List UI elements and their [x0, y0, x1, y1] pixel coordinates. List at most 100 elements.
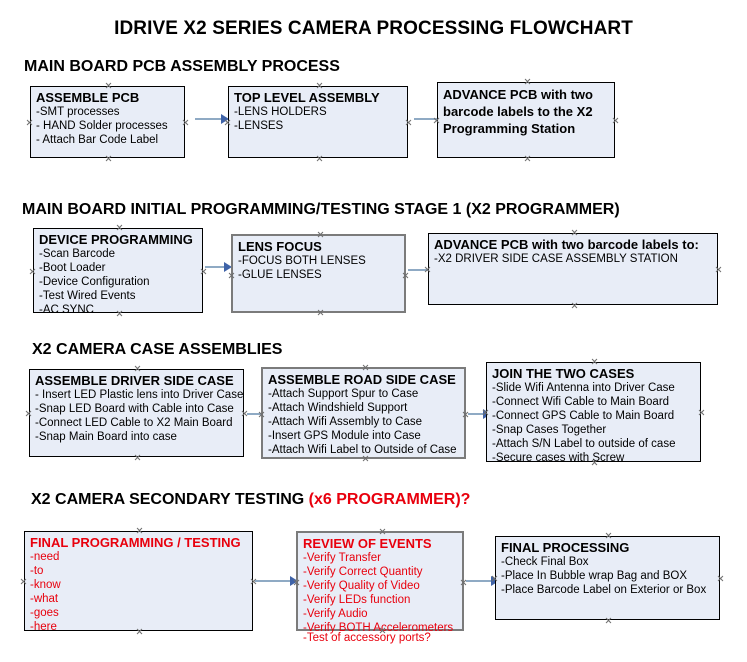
connection-handle[interactable]	[433, 117, 440, 124]
node-lens-focus[interactable]: LENS FOCUS -FOCUS BOTH LENSES -GLUE LENS…	[231, 234, 406, 313]
connection-handle[interactable]	[134, 365, 141, 372]
node-line: -LENS HOLDERS	[234, 106, 327, 118]
node-line: -need	[30, 551, 60, 563]
connection-handle[interactable]	[491, 575, 498, 582]
connection-handle[interactable]	[316, 82, 323, 89]
connection-handle[interactable]	[136, 527, 143, 534]
connection-handle[interactable]	[462, 411, 469, 418]
connection-handle[interactable]	[317, 309, 324, 316]
node-title: DEVICE PROGRAMMING	[39, 232, 193, 247]
arrow-connector	[195, 114, 230, 124]
node-line: -SMT processes	[36, 106, 120, 118]
node-join-the-two-cases[interactable]: JOIN THE TWO CASES -Slide Wifi Antenna i…	[486, 362, 701, 464]
node-final-processing[interactable]: FINAL PROCESSING -Check Final Box -Place…	[495, 536, 720, 620]
node-title: ADVANCE PCB with two barcode labels to:	[434, 237, 699, 252]
node-line: -Boot Loader	[39, 262, 106, 274]
node-assemble-road-side-case[interactable]: ASSEMBLE ROAD SIDE CASE -Attach Support …	[261, 367, 466, 459]
node-title: JOIN THE TWO CASES	[492, 366, 635, 381]
connection-handle[interactable]	[379, 528, 386, 535]
node-line: -Snap LED Board with Cable into Case	[35, 403, 234, 415]
node-line: -to	[30, 565, 44, 577]
connection-handle[interactable]	[524, 78, 531, 85]
section-heading-4: X2 CAMERA SECONDARY TESTING (x6 PROGRAMM…	[31, 491, 470, 509]
node-line: -Slide Wifi Antenna into Driver Case	[492, 382, 675, 394]
node-line: -Secure cases with Screw	[492, 452, 625, 464]
connection-handle[interactable]	[715, 266, 722, 273]
connection-handle[interactable]	[591, 358, 598, 365]
node-title: FINAL PROCESSING	[501, 540, 630, 555]
connection-handle[interactable]	[571, 302, 578, 309]
node-line: -Place Barcode Label on Exterior or Box	[501, 584, 707, 596]
connection-handle[interactable]	[20, 578, 27, 585]
connection-handle[interactable]	[571, 229, 578, 236]
node-device-programming[interactable]: DEVICE PROGRAMMING -Scan Barcode -Boot L…	[33, 228, 203, 316]
node-title: LENS FOCUS	[238, 239, 322, 254]
node-line: -FOCUS BOTH LENSES	[238, 255, 366, 267]
node-title: ADVANCE PCB with two barcode labels to t…	[443, 87, 593, 136]
section-heading-accent: (x6 PROGRAMMER)?	[308, 491, 471, 508]
node-title: ASSEMBLE DRIVER SIDE CASE	[35, 373, 234, 388]
connection-handle[interactable]	[460, 579, 467, 586]
node-line: -Test Wired Events	[39, 290, 136, 302]
connection-handle[interactable]	[717, 575, 724, 582]
node-line: -Connect GPS Cable to Main Board	[492, 410, 675, 422]
node-line: -Verify Audio	[303, 608, 368, 620]
node-line: -Attach S/N Label to outside of case	[492, 438, 676, 450]
connection-handle[interactable]	[116, 224, 123, 231]
connection-handle[interactable]	[250, 578, 257, 585]
node-title: ASSEMBLE PCB	[36, 90, 140, 105]
connection-handle[interactable]	[224, 119, 231, 126]
connection-handle[interactable]	[182, 119, 189, 126]
connection-handle[interactable]	[134, 454, 141, 461]
node-line: -Verify BOTH Accelerometers	[303, 622, 454, 634]
connection-handle[interactable]	[605, 617, 612, 624]
section-heading-2: MAIN BOARD INITIAL PROGRAMMING/TESTING S…	[22, 201, 620, 218]
connection-handle[interactable]	[293, 579, 300, 586]
connection-handle[interactable]	[605, 532, 612, 539]
node-advance-pcb-1[interactable]: ADVANCE PCB with two barcode labels to t…	[437, 82, 615, 158]
connection-handle[interactable]	[316, 155, 323, 162]
node-line: -Attach Wifi Label to Outside of Case	[268, 444, 457, 456]
node-line: -Connect Wifi Cable to Main Board	[492, 396, 670, 408]
connection-handle[interactable]	[424, 266, 431, 273]
connection-handle[interactable]	[26, 119, 33, 126]
connection-handle[interactable]	[402, 272, 409, 279]
node-assemble-driver-side-case[interactable]: ASSEMBLE DRIVER SIDE CASE - Insert LED P…	[29, 369, 244, 457]
node-line: -goes	[30, 607, 59, 619]
node-assemble-pcb[interactable]: ASSEMBLE PCB -SMT processes - HAND Solde…	[30, 86, 185, 158]
connection-handle[interactable]	[105, 155, 112, 162]
node-line: -Verify Transfer	[303, 552, 381, 564]
connection-handle[interactable]	[105, 82, 112, 89]
node-line: -here	[30, 621, 57, 633]
node-top-level-assembly[interactable]: TOP LEVEL ASSEMBLY -LENS HOLDERS -LENSES	[228, 86, 408, 158]
node-title: FINAL PROGRAMMING / TESTING	[30, 535, 241, 550]
connection-handle[interactable]	[29, 268, 36, 275]
node-line: -Verify LEDs function	[303, 594, 411, 606]
node-line: - Attach Bar Code Label	[36, 134, 159, 146]
node-line: -Place In Bubble wrap Bag and BOX	[501, 570, 688, 582]
node-line: - HAND Solder processes	[36, 120, 168, 132]
connection-handle[interactable]	[524, 155, 531, 162]
connection-handle[interactable]	[405, 119, 412, 126]
arrow-connector	[255, 576, 299, 586]
arrow-connector	[205, 262, 233, 272]
connection-handle[interactable]	[362, 364, 369, 371]
page-title: IDRIVE X2 SERIES CAMERA PROCESSING FLOWC…	[114, 18, 633, 39]
connection-handle[interactable]	[228, 272, 235, 279]
connection-handle[interactable]	[258, 411, 265, 418]
connection-handle[interactable]	[612, 117, 619, 124]
node-final-programming-testing[interactable]: FINAL PROGRAMMING / TESTING -need -to -k…	[24, 531, 253, 633]
node-line: -what	[30, 593, 59, 605]
connection-handle[interactable]	[200, 268, 207, 275]
node-line: -Scan Barcode	[39, 248, 116, 260]
node-review-of-events[interactable]: REVIEW OF EVENTS -Verify Transfer -Verif…	[293, 528, 467, 644]
connection-handle[interactable]	[698, 409, 705, 416]
connection-handle[interactable]	[317, 231, 324, 238]
node-overflow-line: -Test of accessory ports?	[303, 632, 431, 644]
connection-handle[interactable]	[25, 410, 32, 417]
connection-handle[interactable]	[241, 410, 248, 417]
node-advance-pcb-2[interactable]: ADVANCE PCB with two barcode labels to: …	[428, 233, 718, 305]
node-line: -GLUE LENSES	[238, 269, 322, 281]
connection-handle[interactable]	[482, 409, 489, 416]
